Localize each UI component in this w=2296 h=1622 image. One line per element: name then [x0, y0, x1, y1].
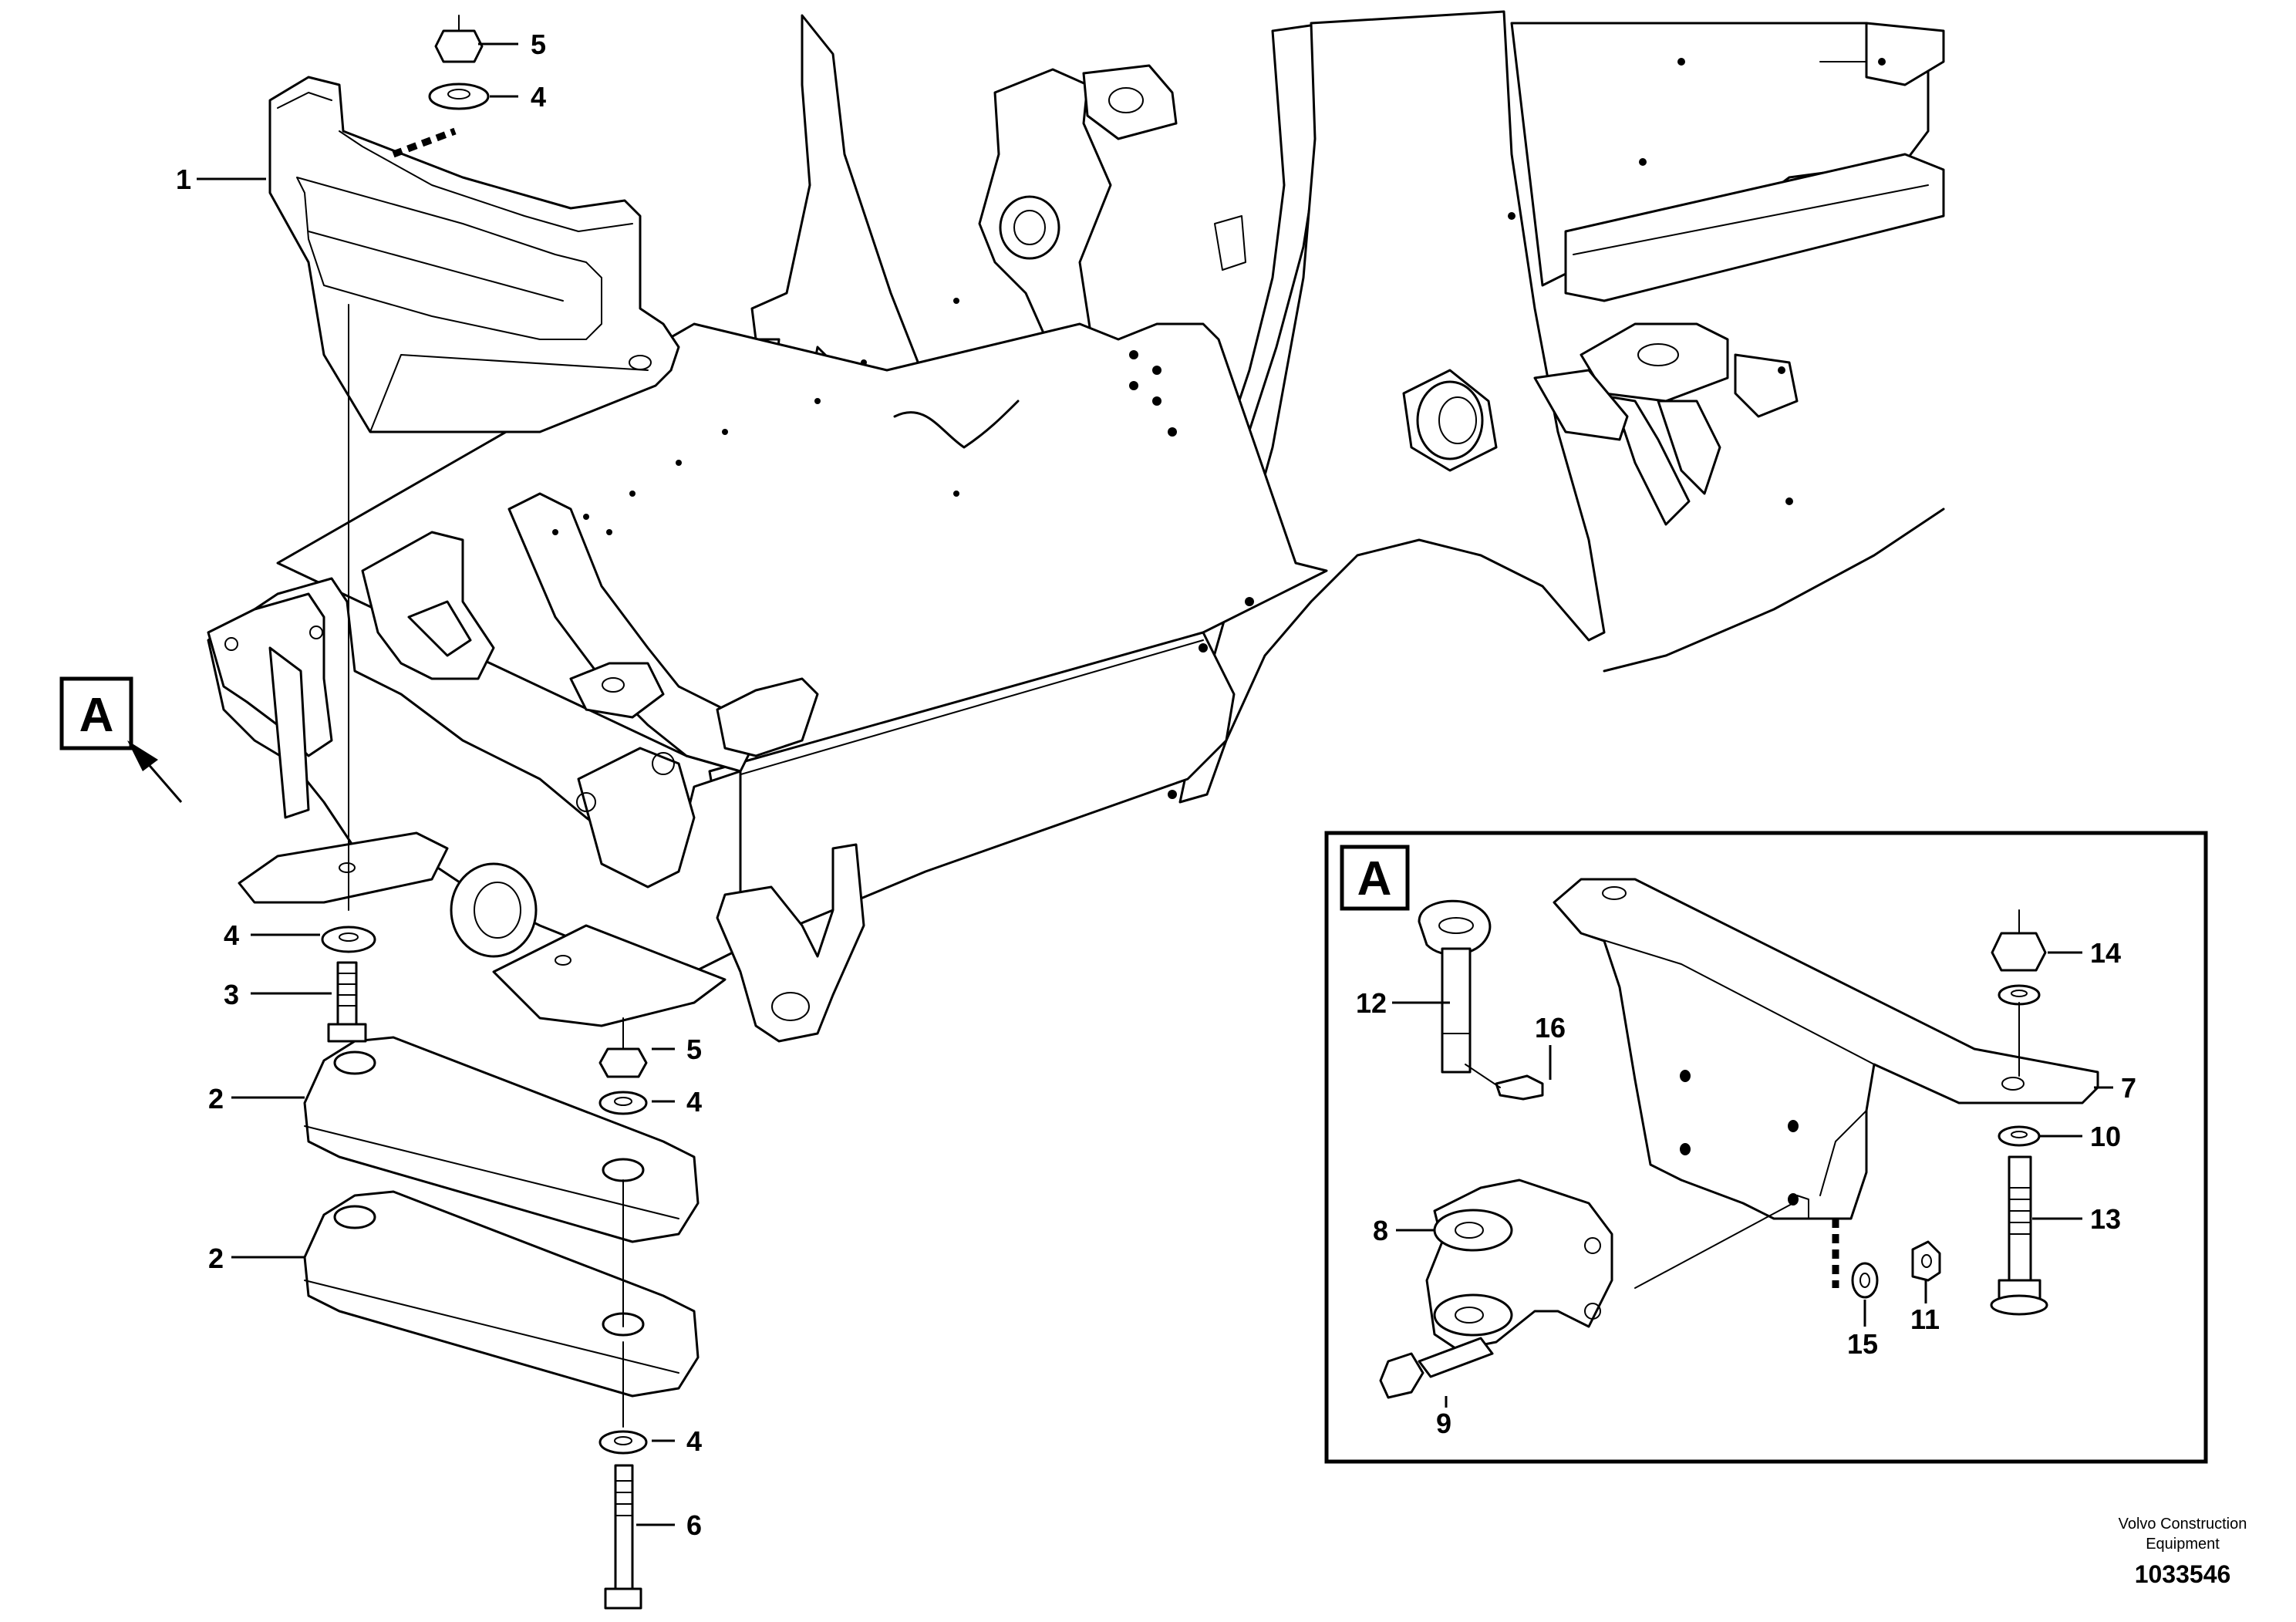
callout-9: 9 — [1436, 1408, 1451, 1439]
callout-4-mid: 4 — [686, 1086, 702, 1118]
callout-15: 15 — [1847, 1328, 1878, 1360]
frame-structure — [207, 10, 1945, 1043]
footer-company-line1: Volvo Construction — [2119, 1516, 2247, 1533]
callout-16: 16 — [1535, 1012, 1566, 1044]
footer: Volvo Construction Equipment 1033546 — [2119, 1516, 2247, 1588]
nut-top — [434, 15, 484, 63]
callout-11: 11 — [1910, 1303, 1940, 1335]
footer-doc-number: 1033546 — [2135, 1560, 2231, 1588]
callout-4-bottom: 4 — [686, 1425, 702, 1457]
svg-text:A: A — [79, 689, 114, 742]
callout-7: 7 — [2121, 1072, 2136, 1104]
callout-4-left: 4 — [224, 919, 239, 951]
callout-6: 6 — [686, 1509, 702, 1541]
callout-3: 3 — [224, 979, 239, 1010]
view-a-marker: A — [59, 676, 183, 803]
bolt-6 — [604, 1464, 642, 1610]
callout-1: 1 — [176, 164, 191, 195]
footer-company-line2: Equipment — [2146, 1536, 2220, 1553]
callout-5-top: 5 — [531, 29, 546, 60]
counterweight-lower-a — [303, 1036, 700, 1243]
callout-2-b: 2 — [208, 1243, 224, 1274]
bolt-3 — [327, 961, 367, 1043]
callout-14: 14 — [2090, 937, 2121, 969]
callout-13: 13 — [2090, 1203, 2121, 1235]
washer-top — [428, 83, 490, 110]
detail-view-label: A — [1357, 852, 1392, 905]
callout-2-a: 2 — [208, 1083, 224, 1114]
washer-bottom — [598, 1430, 648, 1455]
callout-8: 8 — [1373, 1215, 1388, 1246]
callout-5-mid: 5 — [686, 1034, 702, 1065]
nut-mid — [598, 1047, 648, 1078]
callout-10: 10 — [2090, 1121, 2121, 1152]
counterweight-lower-b — [303, 1190, 700, 1398]
counterweight-upper — [268, 76, 680, 433]
detail-view-a: A — [1324, 831, 2208, 1464]
callout-12: 12 — [1356, 987, 1387, 1019]
washer-mid — [598, 1091, 648, 1115]
callout-4-top: 4 — [531, 81, 546, 113]
washer-left — [321, 926, 376, 953]
